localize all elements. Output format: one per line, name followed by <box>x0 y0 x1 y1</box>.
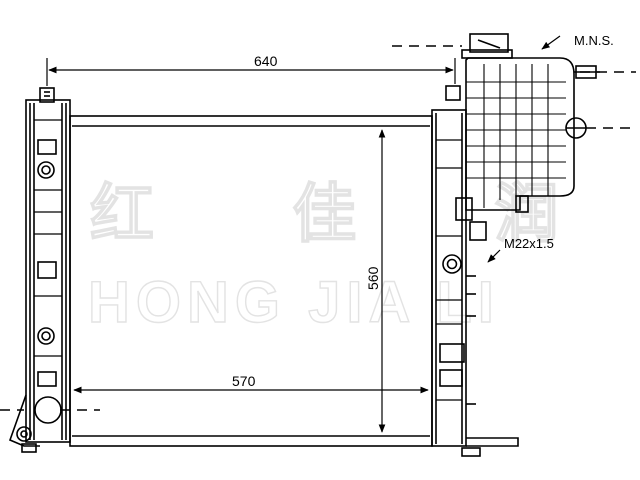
watermark-latin: HONG JIA LI <box>88 270 500 335</box>
dimension-560-label: 560 <box>365 266 381 290</box>
dimension-640 <box>46 58 456 86</box>
left-tank <box>8 87 71 453</box>
watermark: 红 佳 润 HONG JIA LI <box>87 177 559 335</box>
leader-thread <box>487 249 501 263</box>
center-lines <box>0 45 636 411</box>
label-thread: M22x1.5 <box>504 236 554 251</box>
leader-mns <box>541 35 561 50</box>
label-mns: M.N.S. <box>574 33 614 48</box>
dimension-570-label: 570 <box>232 373 256 389</box>
dimension-640-label: 640 <box>254 53 278 69</box>
expansion-tank-grid <box>466 64 566 208</box>
left-tank-ribs <box>34 119 62 357</box>
right-tank-ribs <box>436 139 462 401</box>
